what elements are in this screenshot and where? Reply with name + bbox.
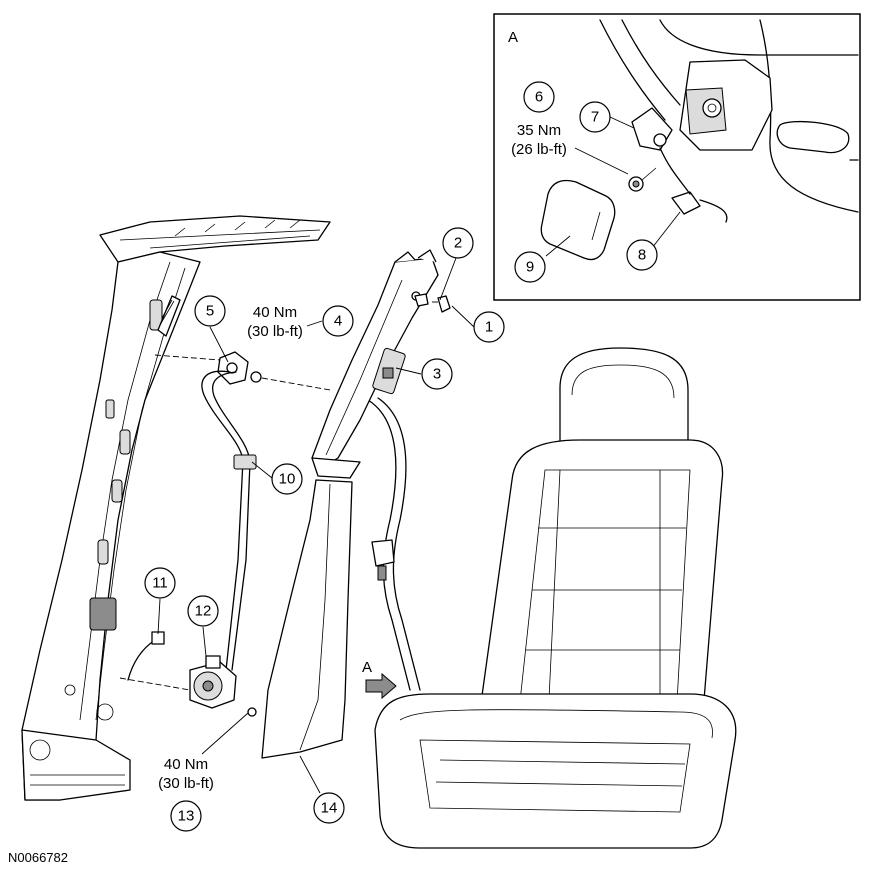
callout-11-label: 11 xyxy=(152,575,168,592)
retractor-assembly xyxy=(119,631,257,717)
callout-10: 10 xyxy=(271,463,303,495)
torque-retractor-imperial: (30 lb-ft) xyxy=(158,775,214,792)
front-seat xyxy=(374,347,737,849)
torque-inset-metric: 35 Nm xyxy=(517,122,561,139)
torque-inset-imperial: (26 lb-ft) xyxy=(511,141,567,158)
leader-lines xyxy=(157,116,681,794)
b-pillar-structure xyxy=(21,215,331,801)
callout-14: 14 xyxy=(313,792,345,824)
upper-trim-panel xyxy=(311,249,439,479)
callout-14-label: 14 xyxy=(321,800,338,817)
callout-3: 3 xyxy=(421,358,453,390)
callout-3-label: 3 xyxy=(433,366,441,383)
figure-id: N0066782 xyxy=(8,850,68,865)
callout-6: 6 xyxy=(523,81,555,113)
callout-7-label: 7 xyxy=(591,109,599,126)
callout-6-label: 6 xyxy=(535,89,543,106)
callout-9: 9 xyxy=(514,251,546,283)
view-arrow-label: A xyxy=(362,659,372,676)
callout-2-label: 2 xyxy=(454,235,462,252)
fasteners-upper xyxy=(414,293,451,313)
torque-spec-retractor: 40 Nm (30 lb-ft) xyxy=(158,756,214,792)
callout-5: 5 xyxy=(194,295,226,327)
callout-4-label: 4 xyxy=(334,313,342,330)
callout-8-label: 8 xyxy=(638,247,646,264)
callout-5-label: 5 xyxy=(206,303,214,320)
torque-upper-imperial: (30 lb-ft) xyxy=(247,323,303,340)
torque-spec-inset-anchor: 35 Nm (26 lb-ft) xyxy=(511,122,567,158)
seat-belt-webbing xyxy=(201,370,421,691)
callout-13: 13 xyxy=(170,800,202,832)
torque-upper-metric: 40 Nm xyxy=(253,304,297,321)
callout-7: 7 xyxy=(579,101,611,133)
callout-9-label: 9 xyxy=(526,259,534,276)
callout-4: 4 xyxy=(322,305,354,337)
callout-1: 1 xyxy=(473,311,505,343)
lower-trim-panel xyxy=(261,479,353,759)
callout-12: 12 xyxy=(187,595,219,627)
callout-2: 2 xyxy=(442,227,474,259)
callout-8: 8 xyxy=(626,239,658,271)
callout-12-label: 12 xyxy=(195,603,212,620)
callout-10-label: 10 xyxy=(279,471,296,488)
torque-spec-upper-anchor: 40 Nm (30 lb-ft) xyxy=(247,304,303,340)
inset-label: A xyxy=(508,29,518,46)
torque-retractor-metric: 40 Nm xyxy=(164,756,208,773)
inset-a-detail: A xyxy=(493,13,861,301)
callout-11: 11 xyxy=(144,567,176,599)
callout-13-label: 13 xyxy=(178,808,195,825)
view-arrow: A xyxy=(362,659,397,700)
upper-anchor-assembly xyxy=(154,351,331,391)
callout-1-label: 1 xyxy=(485,319,493,336)
